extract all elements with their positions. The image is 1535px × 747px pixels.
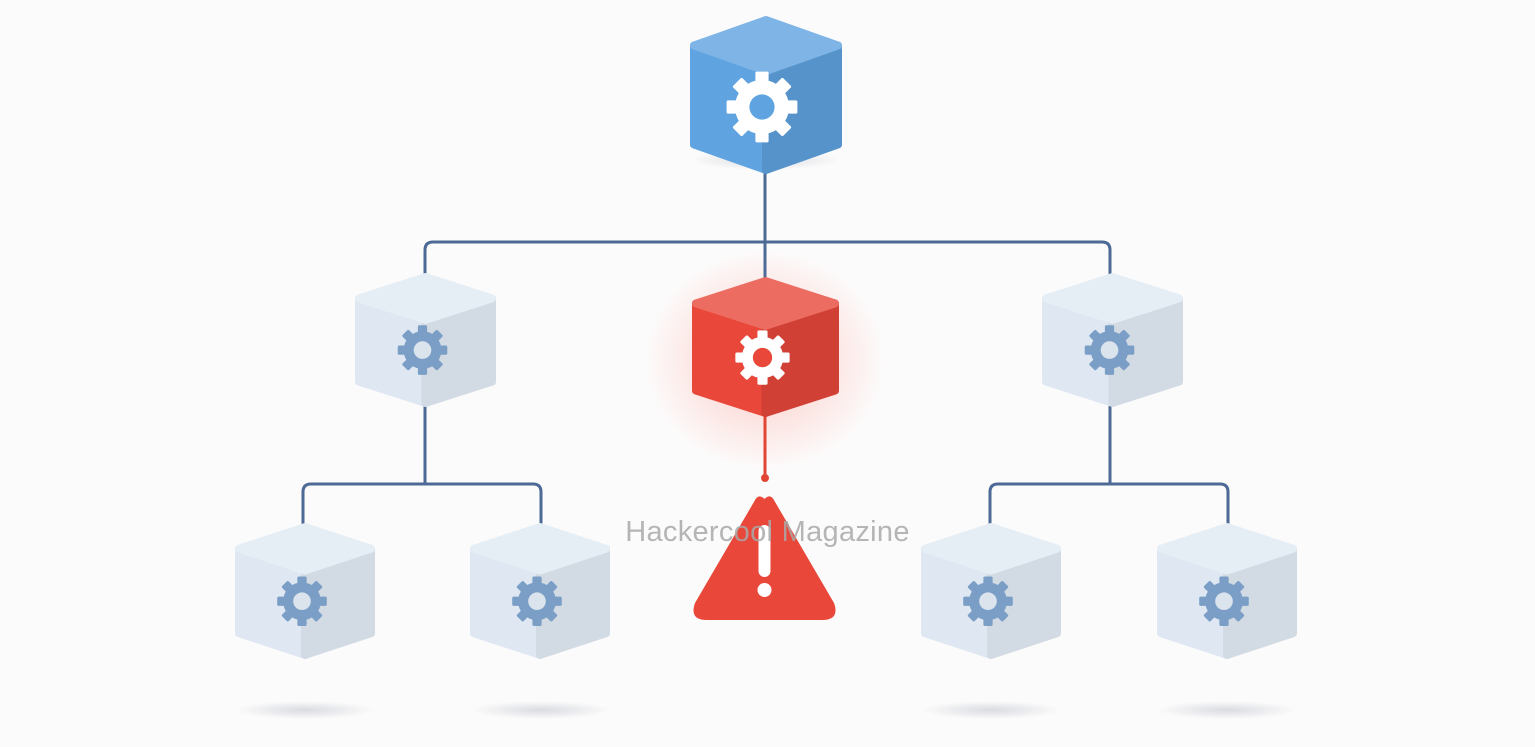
gear-icon (735, 330, 790, 385)
cube-top-face (355, 273, 496, 324)
node-leaf-3[interactable] (921, 523, 1061, 659)
cube-top-face (235, 523, 375, 575)
cube-top-face (1042, 273, 1183, 324)
cube-top-face (690, 16, 842, 75)
cube-top-face (921, 523, 1061, 575)
node-root[interactable] (690, 16, 842, 174)
node-mid-center[interactable] (692, 277, 839, 417)
cube-top-face (470, 523, 610, 575)
exclamation-bar (758, 525, 771, 577)
node-mid-right[interactable] (1042, 273, 1183, 407)
watermark: Hackercool Magazine (625, 516, 910, 548)
gear-icon (963, 576, 1013, 627)
connector-line (301, 482, 543, 532)
cube-top-face (1157, 523, 1297, 575)
connector-line (423, 240, 1112, 282)
alert-connector-dot (761, 474, 769, 482)
node-leaf-1[interactable] (235, 523, 375, 659)
node-mid-left[interactable] (355, 273, 496, 407)
gear-icon (726, 71, 798, 143)
node-leaf-4[interactable] (1157, 523, 1297, 659)
cube-top-face (692, 277, 839, 330)
ground-shadow (1157, 701, 1297, 719)
gear-icon (512, 576, 562, 627)
nodes (235, 16, 1297, 659)
ground-shadow (921, 701, 1061, 719)
exclamation-dot (757, 583, 772, 597)
gear-icon (397, 325, 448, 375)
gear-icon (1199, 576, 1249, 627)
gear-icon (277, 576, 327, 627)
ground-shadow (235, 701, 375, 719)
gear-icon (1084, 325, 1135, 375)
node-warning[interactable] (693, 496, 836, 620)
ground-shadow (471, 701, 611, 719)
node-leaf-2[interactable] (470, 523, 610, 659)
connector-line (988, 482, 1230, 532)
